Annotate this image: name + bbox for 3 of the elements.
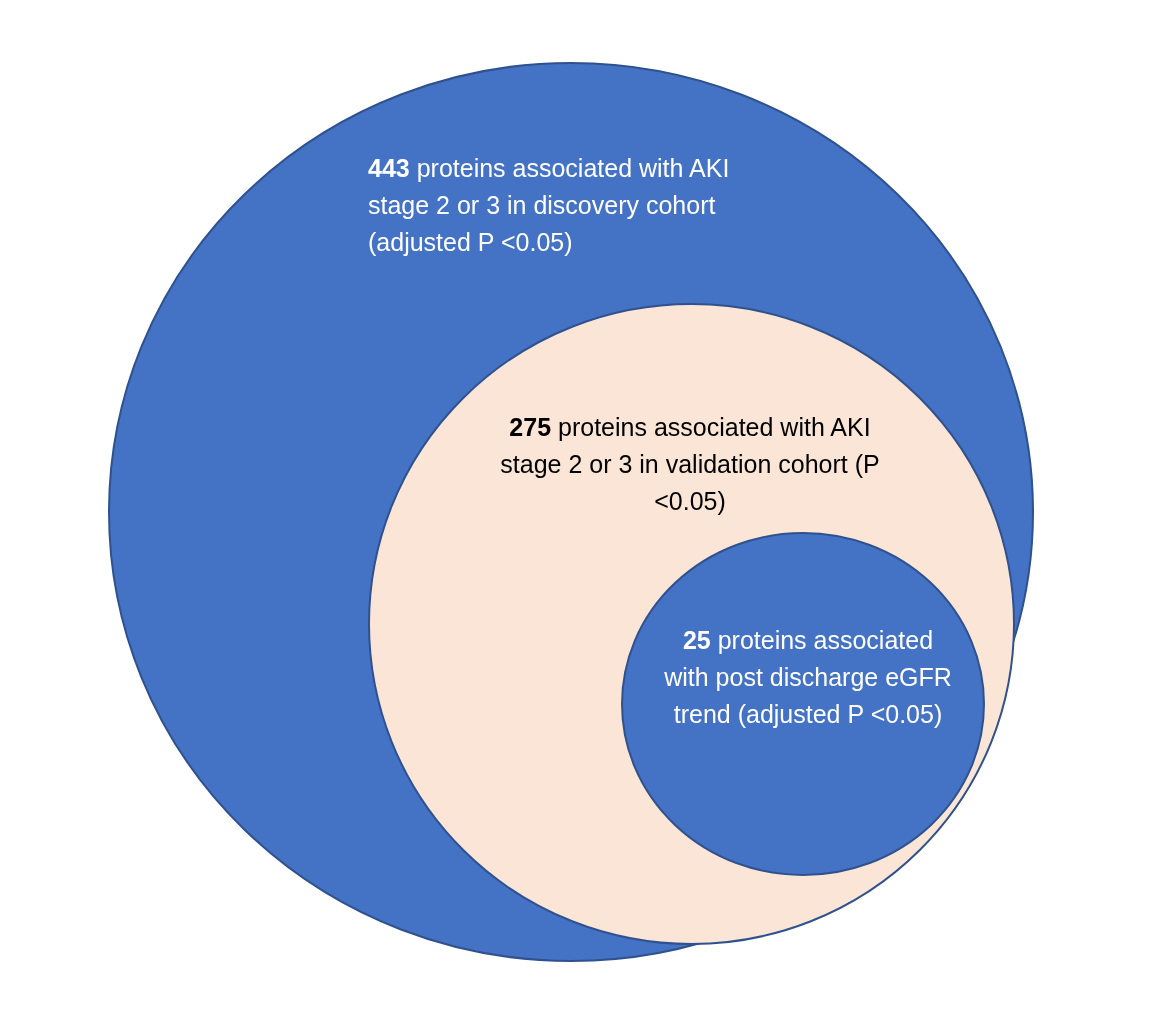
set-description: 275 proteins associated with AKI stage 2 or 3 in validation cohort (P <0.05) [499,412,881,517]
set-description: 443 proteins associated with AKI stage 2 or 3 in discovery cohort (adjusted P <0.05) [368,153,731,258]
set-description: 25 proteins associated with post discharge eGFR trend (adjusted P <0.05) [663,625,953,730]
